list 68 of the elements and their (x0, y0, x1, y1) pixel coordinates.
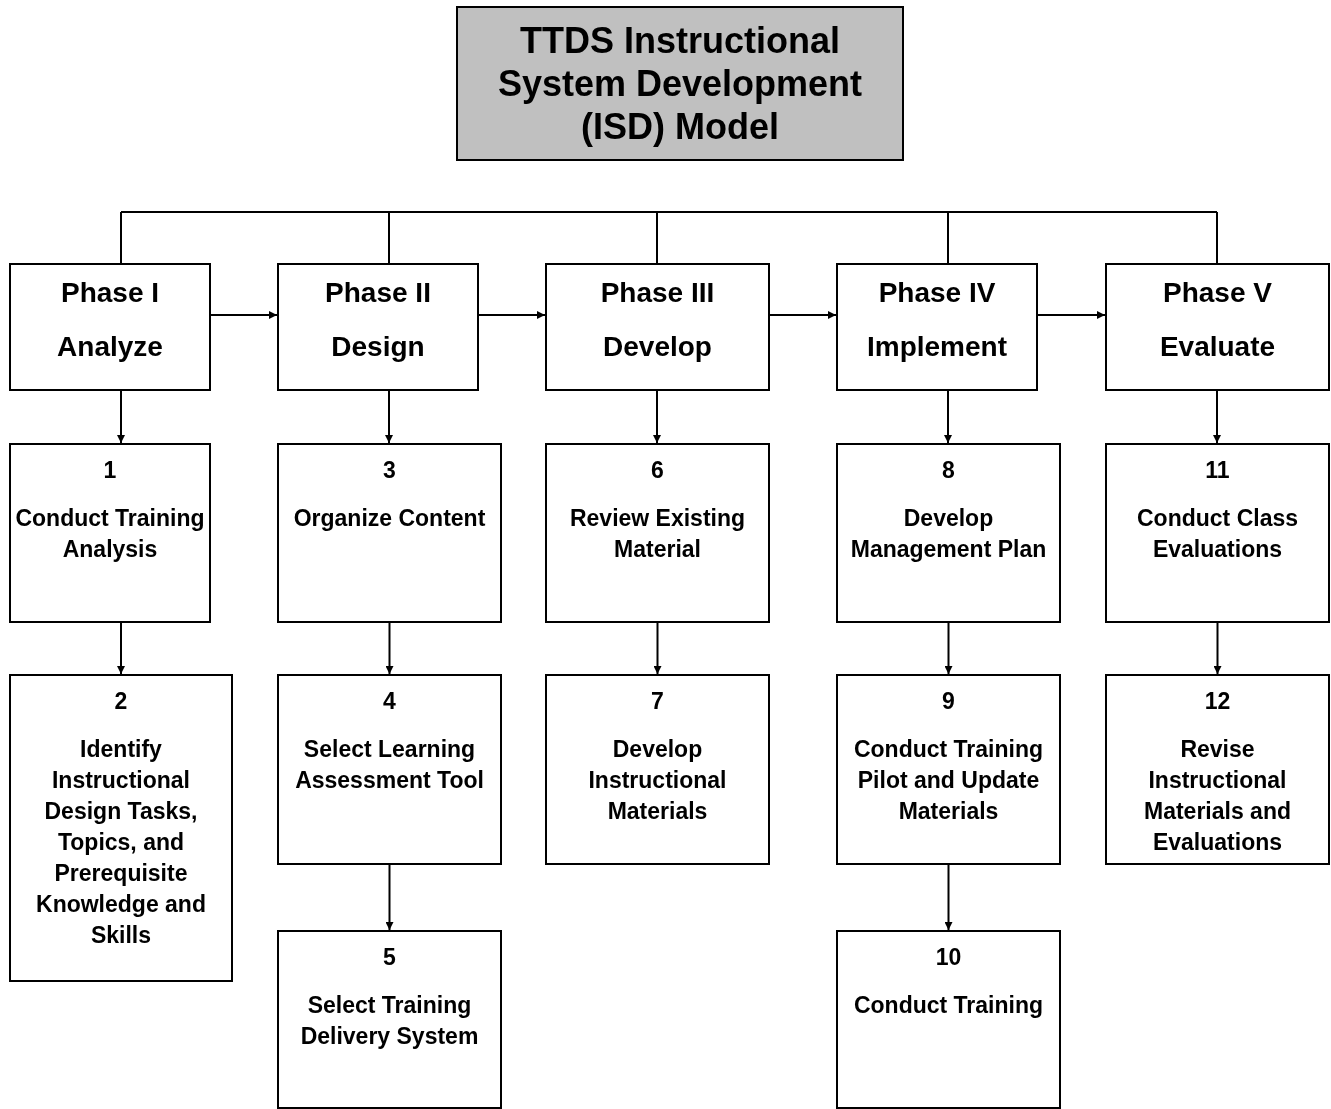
arrow (944, 864, 953, 931)
step-title: Conduct Training Analysis (15, 504, 205, 564)
step-title: Identify Instructional Design Tasks, Topics, and Prerequisite Knowledge and Skills (35, 735, 207, 950)
step-number: 6 (650, 457, 665, 484)
step-title: Review Existing Material (568, 504, 747, 564)
step-title: Develop Management Plan (849, 504, 1048, 564)
phase-name: Evaluate (1158, 331, 1277, 363)
step-title: Select Training Delivery System (299, 991, 480, 1051)
phase-label: Phase I (59, 277, 161, 309)
step-box (836, 674, 1061, 865)
arrow (653, 390, 661, 444)
step-box (277, 930, 502, 1109)
step-title: Conduct Training Pilot and Update Materials (852, 735, 1045, 826)
arrow (769, 311, 837, 319)
phase-box (836, 263, 1038, 391)
arrow (1213, 390, 1221, 444)
arrow (1037, 311, 1106, 319)
phase-box (545, 263, 770, 391)
phase-label: Phase IV (877, 277, 997, 309)
phase-box (9, 263, 211, 391)
step-title: Conduct Class Evaluations (1136, 504, 1299, 564)
step-box (1105, 443, 1330, 623)
step-title: Conduct Training (852, 991, 1045, 1020)
arrow (385, 390, 393, 444)
step-box (836, 930, 1061, 1109)
step-number: 11 (1204, 457, 1231, 484)
step-box (277, 674, 502, 865)
step-title: Select Learning Assessment Tool (294, 735, 485, 795)
step-box (545, 443, 770, 623)
step-box (836, 443, 1061, 623)
arrow (385, 622, 394, 675)
step-number: 1 (102, 457, 118, 484)
arrow (117, 390, 125, 444)
step-title: Organize Content (292, 504, 487, 533)
step-number: 7 (650, 688, 665, 715)
phase-name: Implement (866, 331, 1008, 363)
phase-label: Phase II (324, 277, 432, 309)
step-box (9, 674, 233, 982)
step-box (545, 674, 770, 865)
step-title: Revise Instructional Materials and Evaluations (1143, 735, 1292, 857)
title-box: TTDS Instructional System Development (ISD) Model (456, 6, 904, 161)
arrow (944, 390, 952, 444)
step-title: Develop Instructional Materials (587, 735, 728, 826)
phase-box (277, 263, 479, 391)
phase-box (1105, 263, 1330, 391)
phase-name: Analyze (56, 331, 164, 363)
arrow (944, 622, 953, 675)
phase-label: Phase III (599, 277, 716, 309)
step-number: 2 (113, 688, 129, 715)
step-number: 12 (1203, 688, 1232, 715)
step-number: 3 (382, 457, 397, 484)
step-number: 5 (382, 944, 397, 971)
step-box (277, 443, 502, 623)
arrow (653, 622, 662, 675)
phase-label: Phase V (1162, 277, 1273, 309)
arrow (117, 622, 125, 675)
phase-name: Develop (602, 331, 713, 363)
step-box (1105, 674, 1330, 865)
arrow (210, 311, 278, 319)
step-number: 10 (934, 944, 963, 971)
arrow (1213, 622, 1222, 675)
step-number: 4 (382, 688, 397, 715)
step-number: 9 (941, 688, 956, 715)
arrow (478, 311, 546, 319)
phase-name: Design (330, 331, 426, 363)
arrow (385, 864, 394, 931)
step-number: 8 (941, 457, 956, 484)
step-box (9, 443, 211, 623)
